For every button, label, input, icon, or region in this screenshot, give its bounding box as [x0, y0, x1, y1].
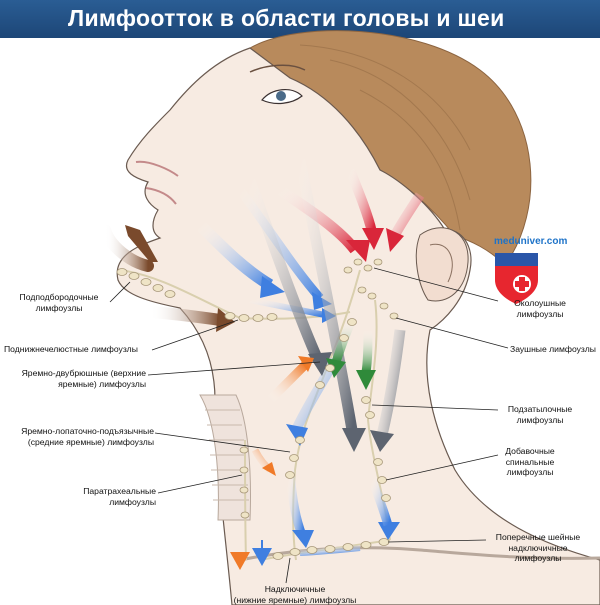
hair-strands	[299, 44, 471, 231]
label-retroauricular: Заушные лимфоузлы	[510, 344, 596, 354]
label-occipital: Подзатылочные лимфоузлы	[507, 404, 573, 425]
label-accessory: Добавочные спинальные лимфоузлы	[505, 446, 555, 477]
label-submandibular: Поднижнечелюстные лимфоузлы	[4, 344, 138, 354]
arrow-orange-1	[266, 361, 309, 404]
brand-logo-icon	[495, 253, 538, 304]
label-juguloomohyoid: Яремно-лопаточно-подъязычные (средние яр…	[21, 426, 154, 447]
arrow-brown-submandibular	[149, 306, 221, 326]
arrow-blue-face-3	[249, 297, 326, 318]
label-supraclavicular: Надключичные (нижние яремные) лимфоузлы	[233, 584, 357, 605]
label-jugulodigastric: Яремно-двубрюшные (верхние яремные) лимф…	[21, 368, 146, 389]
arrow-blue-face-2	[236, 187, 324, 301]
arrow-red-2	[345, 168, 377, 234]
arrow-brown-submental	[125, 225, 158, 262]
arrow-gray-3	[376, 329, 406, 437]
lymph-nodes	[116, 258, 399, 560]
label-paratracheal: Паратрахеальные лимфоузлы	[83, 486, 156, 507]
arrow-red-3	[390, 192, 425, 238]
arrow-green-2	[361, 329, 373, 373]
arrow-gray-1	[244, 178, 324, 363]
leader-lines	[109, 267, 509, 584]
figure-title: Лимфоотток в области головы и шеи	[68, 5, 505, 31]
brand-text: meduniver.com	[494, 236, 568, 247]
title-bar: Лимфоотток в области головы и шеи	[0, 0, 600, 38]
label-parotid: Околоушные лимфоузлы	[514, 298, 566, 319]
label-submental: Подподбородочные лимфоузлы	[19, 292, 99, 313]
arrow-gray-2	[294, 158, 358, 431]
label-transverse-cervical: Поперечные шейные надключичные лимфоузлы	[495, 532, 581, 563]
